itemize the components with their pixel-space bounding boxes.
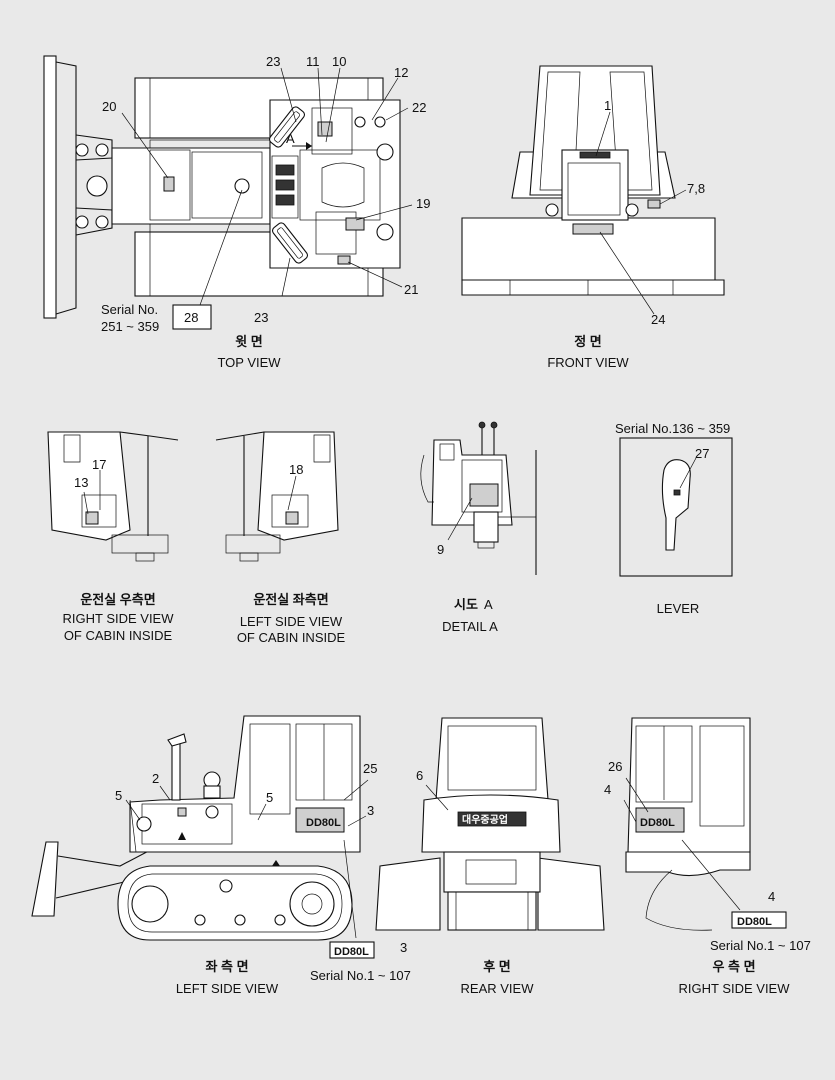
front-view-title-en: FRONT VIEW: [547, 355, 629, 370]
callout-23-bottom: 23: [254, 310, 268, 325]
callout-10: 10: [332, 54, 346, 69]
serial-right: Serial No.1 ~ 107: [710, 938, 811, 953]
callout-25: 25: [363, 761, 377, 776]
left-side-title-en: LEFT SIDE VIEW: [176, 981, 279, 996]
left-side-title-ko: 좌 측 면: [205, 959, 248, 974]
front-view-drawing: [461, 65, 725, 315]
callout-3-upper: 3: [367, 803, 374, 818]
right-side-view-drawing: [623, 717, 787, 931]
callout-3-lower: 3: [400, 940, 407, 955]
callout-27: 27: [695, 446, 709, 461]
view-titles: 윗 면 TOP VIEW 정 면 FRONT VIEW 운전실 우측면 RIGH…: [63, 334, 791, 996]
cabin-left-title-en2: OF CABIN INSIDE: [237, 630, 346, 645]
detail-a-title-ko-suffix: A: [484, 597, 493, 612]
callout-1: 1: [604, 98, 611, 113]
cabin-left-title-ko: 운전실 좌측면: [253, 592, 328, 607]
callout-5-right: 5: [266, 790, 273, 805]
detail-a-title-en: DETAIL A: [442, 619, 498, 634]
front-view-title-ko: 정 면: [574, 334, 602, 349]
serial-left: Serial No.1 ~ 107: [310, 968, 411, 983]
callout-2: 2: [152, 771, 159, 786]
right-side-title-ko: 우 측 면: [712, 959, 755, 974]
top-view-title-ko: 윗 면: [235, 334, 263, 349]
plate-model-right-callout: DD80L: [737, 916, 772, 928]
lever-title: LEVER: [657, 601, 700, 616]
rear-view-drawing: [375, 717, 605, 931]
plate-model-right-body: DD80L: [640, 817, 675, 829]
lever-drawing: [619, 437, 733, 577]
cabin-right-title-en1: RIGHT SIDE VIEW: [63, 611, 175, 626]
callout-7-8: 7,8: [687, 181, 705, 196]
callout-20: 20: [102, 99, 116, 114]
right-side-title-en: RIGHT SIDE VIEW: [679, 981, 791, 996]
cabin-right-title-en2: OF CABIN INSIDE: [64, 628, 173, 643]
serial-top-range: 251 ~ 359: [101, 319, 159, 334]
callout-4-upper: 4: [604, 782, 611, 797]
cabin-right-title-ko: 운전실 우측면: [80, 592, 155, 607]
left-side-view-drawing: [31, 715, 375, 959]
callout-9: 9: [437, 542, 444, 557]
callout-labels: 23 11 10 12 20 22 A 19 21 28 23 Serial N…: [74, 54, 811, 983]
callout-21: 21: [404, 282, 418, 297]
callout-a-arrow: A: [286, 131, 295, 146]
plate-brand-rear: 대우중공업: [462, 813, 508, 826]
rear-title-ko: 후 면: [483, 959, 511, 974]
callout-23-top: 23: [266, 54, 280, 69]
rear-title-en: REAR VIEW: [461, 981, 535, 996]
detail-a-title-ko: 시도: [454, 597, 478, 612]
callout-17: 17: [92, 457, 106, 472]
callout-5-left: 5: [115, 788, 122, 803]
callout-11: 11: [306, 54, 320, 69]
plate-model-left-body: DD80L: [306, 817, 341, 829]
callout-24: 24: [651, 312, 665, 327]
detail-a-drawing: [420, 421, 537, 575]
callout-6: 6: [416, 768, 423, 783]
callout-12: 12: [394, 65, 408, 80]
callout-18: 18: [289, 462, 303, 477]
callout-28: 28: [184, 310, 198, 325]
callout-19: 19: [416, 196, 430, 211]
serial-top-title: Serial No.: [101, 302, 158, 317]
cabin-left-title-en1: LEFT SIDE VIEW: [240, 614, 343, 629]
serial-lever: Serial No.136 ~ 359: [615, 421, 730, 436]
cabin-right-drawing: [47, 431, 179, 562]
callout-22: 22: [412, 100, 426, 115]
top-view-drawing: [43, 55, 413, 330]
callout-13: 13: [74, 475, 88, 490]
callout-4-lower: 4: [768, 889, 775, 904]
callout-26: 26: [608, 759, 622, 774]
cabin-left-drawing: [215, 431, 339, 562]
plate-model-left-callout: DD80L: [334, 946, 369, 958]
top-view-title-en: TOP VIEW: [217, 355, 281, 370]
